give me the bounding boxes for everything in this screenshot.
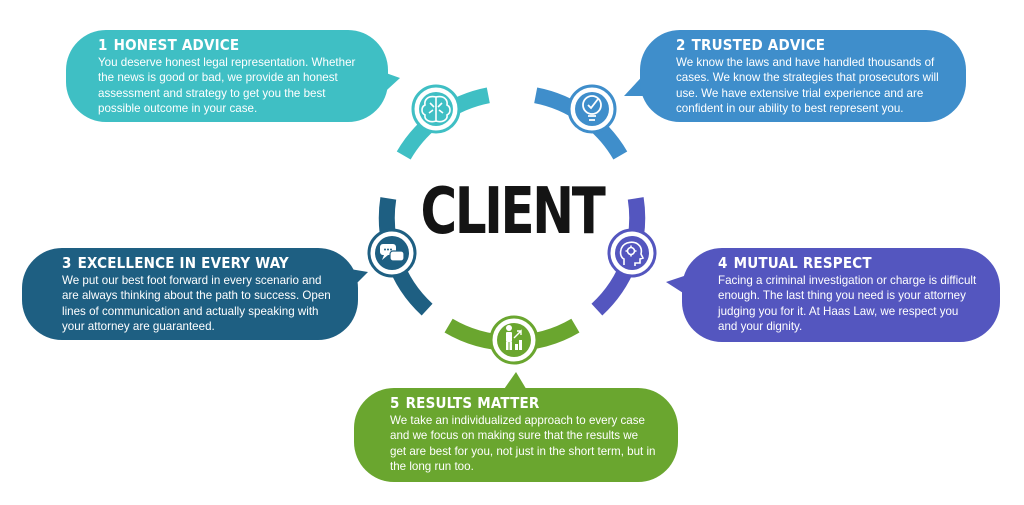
callout-title: 1 HONEST ADVICE (98, 36, 366, 54)
callout-title: 4 MUTUAL RESPECT (718, 254, 978, 272)
callout-title: 5 RESULTS MATTER (390, 394, 656, 412)
honest-advice-callout: 1 HONEST ADVICE You deserve honest legal … (66, 30, 388, 122)
callout-heading: RESULTS MATTER (405, 394, 540, 412)
head-gear-icon (619, 241, 645, 266)
callout-text: We know the laws and have handled thousa… (676, 56, 939, 116)
lightbulb-check-icon (582, 95, 602, 121)
excellence-callout: 3 EXCELLENCE IN EVERY WAY We put our best… (22, 248, 358, 340)
chat-bubbles-icon (380, 244, 405, 262)
callout-heading: EXCELLENCE IN EVERY WAY (77, 254, 289, 272)
results-matter-callout: 5 RESULTS MATTER We take an individualize… (354, 388, 678, 482)
growth-person-icon (506, 325, 522, 350)
callout-heading: HONEST ADVICE (113, 36, 240, 54)
callout-text: Facing a criminal investigation or charg… (718, 274, 977, 334)
trusted-advice-callout: 2 TRUSTED ADVICE We know the laws and hav… (640, 30, 966, 122)
callout-text: We take an individualized approach to ev… (390, 414, 656, 474)
callout-text: We put our best foot forward in every sc… (62, 274, 331, 334)
callout-title: 2 TRUSTED ADVICE (676, 36, 944, 54)
callout-heading: TRUSTED ADVICE (691, 36, 826, 54)
callout-number: 3 (62, 254, 72, 272)
callout-heading: MUTUAL RESPECT (733, 254, 872, 272)
callout-number: 5 (390, 394, 400, 412)
callout-number: 4 (718, 254, 728, 272)
callout-number: 2 (676, 36, 686, 54)
callout-number: 1 (98, 36, 108, 54)
client-title: CLIENT (420, 175, 606, 249)
callout-title: 3 EXCELLENCE IN EVERY WAY (62, 254, 336, 272)
pointer-results (502, 372, 528, 392)
callout-text: You deserve honest legal representation.… (98, 56, 356, 116)
brain-icon (421, 95, 451, 123)
mutual-respect-callout: 4 MUTUAL RESPECT Facing a criminal invest… (682, 248, 1000, 342)
